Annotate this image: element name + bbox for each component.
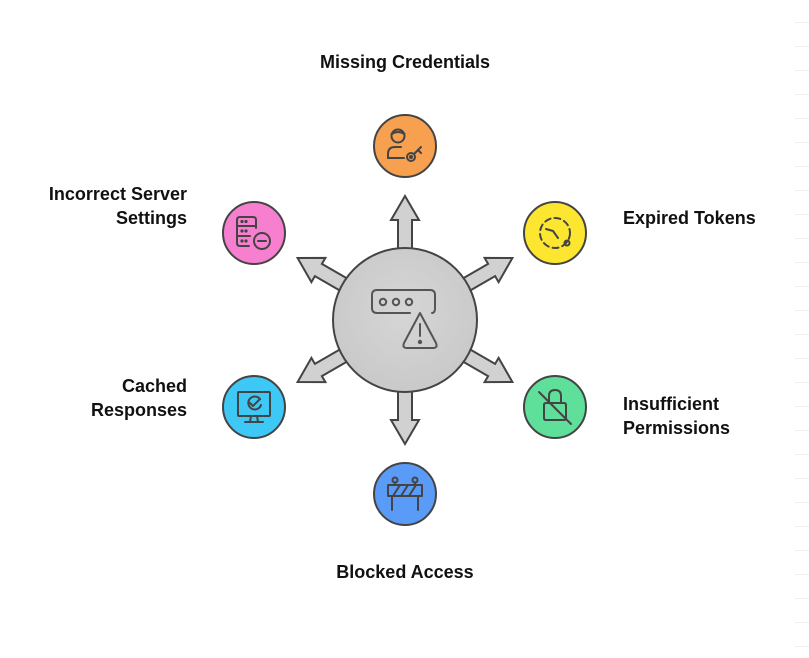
label-expired-tokens: Expired Tokens — [623, 208, 756, 228]
node-circle — [373, 114, 437, 178]
center-node — [332, 247, 478, 393]
label-line: Insufficient — [623, 394, 720, 414]
label-incorrect-server-settings: Incorrect Server Settings — [49, 182, 187, 230]
user-key-icon — [387, 128, 422, 162]
node-blocked-access[interactable] — [373, 462, 437, 526]
node-cached-responses[interactable] — [222, 375, 286, 439]
label-line: Cached — [121, 376, 187, 396]
node-expired-tokens[interactable] — [523, 201, 587, 265]
label-line: Responses — [90, 400, 187, 420]
node-incorrect-server-settings[interactable] — [222, 201, 286, 265]
barrier-icon — [387, 476, 423, 511]
center-circle — [332, 247, 478, 393]
node-insufficient-permissions[interactable] — [523, 375, 587, 439]
nodes-group — [222, 114, 587, 526]
node-missing-credentials[interactable] — [373, 114, 437, 178]
label-cached-responses: Cached Responses — [91, 374, 187, 422]
label-line: Settings — [115, 208, 187, 228]
password-warning-icon — [371, 289, 438, 349]
server-minus-icon — [236, 216, 271, 250]
monitor-check-icon — [237, 391, 271, 423]
label-blocked-access: Blocked Access — [336, 562, 474, 582]
node-circle — [373, 462, 437, 526]
label-insufficient-permissions: Insufficient Permissions — [623, 392, 730, 440]
expired-timer-icon — [539, 217, 571, 249]
node-circle — [222, 375, 286, 439]
label-line: Permissions — [623, 418, 731, 438]
node-circle — [222, 201, 286, 265]
label-line: Incorrect Server — [48, 184, 187, 204]
label-missing-credentials: Missing Credentials — [319, 52, 491, 72]
right-edge-decoration — [795, 0, 809, 658]
lock-slash-icon — [538, 389, 572, 425]
